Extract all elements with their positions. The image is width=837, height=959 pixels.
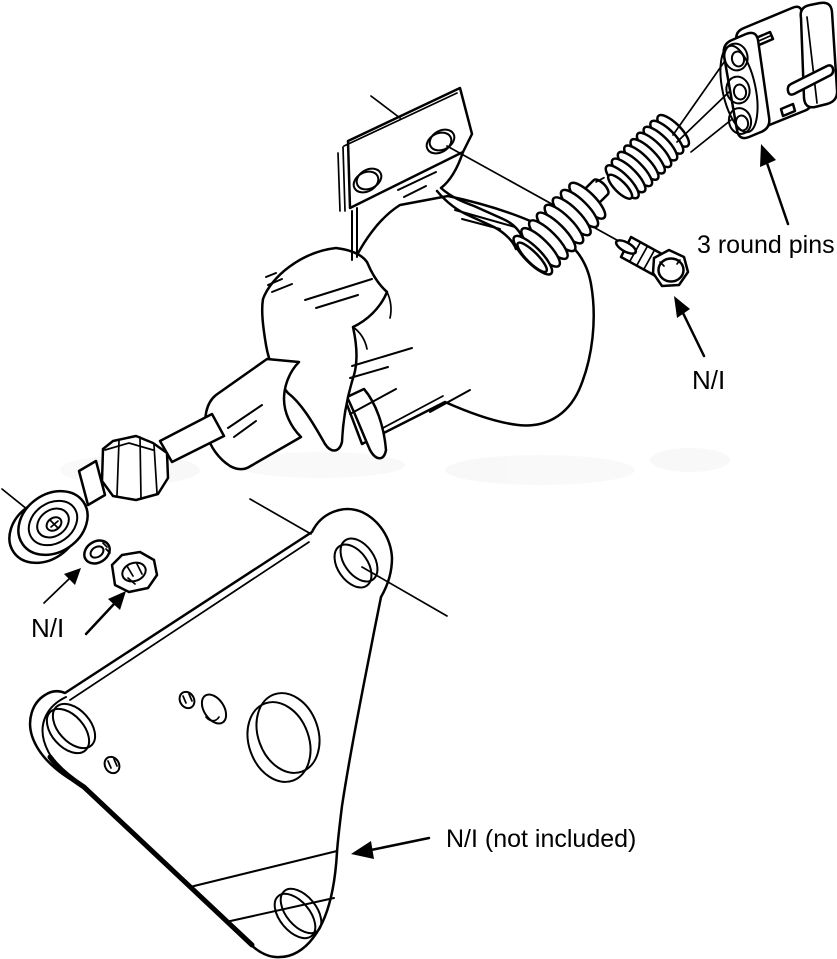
label-ni-bolt: N/I xyxy=(692,365,725,395)
mounting-bracket xyxy=(337,86,525,261)
rod-end-eyelet xyxy=(8,489,89,565)
plunger-thin-rod xyxy=(158,412,226,464)
plate-hole-center xyxy=(246,692,321,783)
plate-small-hole-1 xyxy=(178,690,196,710)
plate-small-hole-2 xyxy=(103,755,121,775)
arrow-to-connector xyxy=(760,144,790,226)
label-ni-plate: N/I (not included) xyxy=(446,825,636,853)
rod-threaded-end xyxy=(77,459,107,507)
plate-slot-hole xyxy=(200,693,228,725)
wire-coil-spring xyxy=(604,113,691,200)
arrow-to-washer xyxy=(43,568,81,604)
connector-rear-band xyxy=(799,1,837,109)
arrow-to-nut xyxy=(84,591,126,636)
connector-latch xyxy=(786,64,835,96)
label-ni-hardware: N/I xyxy=(31,613,64,643)
plunger-rod-assembly xyxy=(8,357,303,565)
arrow-to-plate xyxy=(351,836,431,859)
label-round-pins: 3 round pins xyxy=(697,231,835,259)
plate-hole-top-right xyxy=(333,537,379,589)
connector-pin-3 xyxy=(727,107,753,135)
plate-hole-bottom xyxy=(273,887,323,940)
wire-fan-lines xyxy=(672,57,732,153)
connector-3pin xyxy=(719,1,837,140)
plate-hole-left xyxy=(45,702,97,755)
plunger-stub xyxy=(204,357,303,471)
connector-pin-2 xyxy=(725,75,751,105)
bracket-hole-left xyxy=(352,167,383,194)
connector-tab-2 xyxy=(779,102,797,118)
solenoid-thread-boot xyxy=(512,178,610,276)
lock-washer xyxy=(83,539,111,565)
bracket-hole-right xyxy=(425,128,456,155)
mounting-plate xyxy=(28,498,448,959)
hex-nut xyxy=(110,550,159,594)
solenoid-front-cap xyxy=(260,246,413,460)
arrow-to-bolt xyxy=(674,296,706,358)
mounting-bolt xyxy=(614,235,690,288)
connector-pin-1 xyxy=(723,42,749,72)
